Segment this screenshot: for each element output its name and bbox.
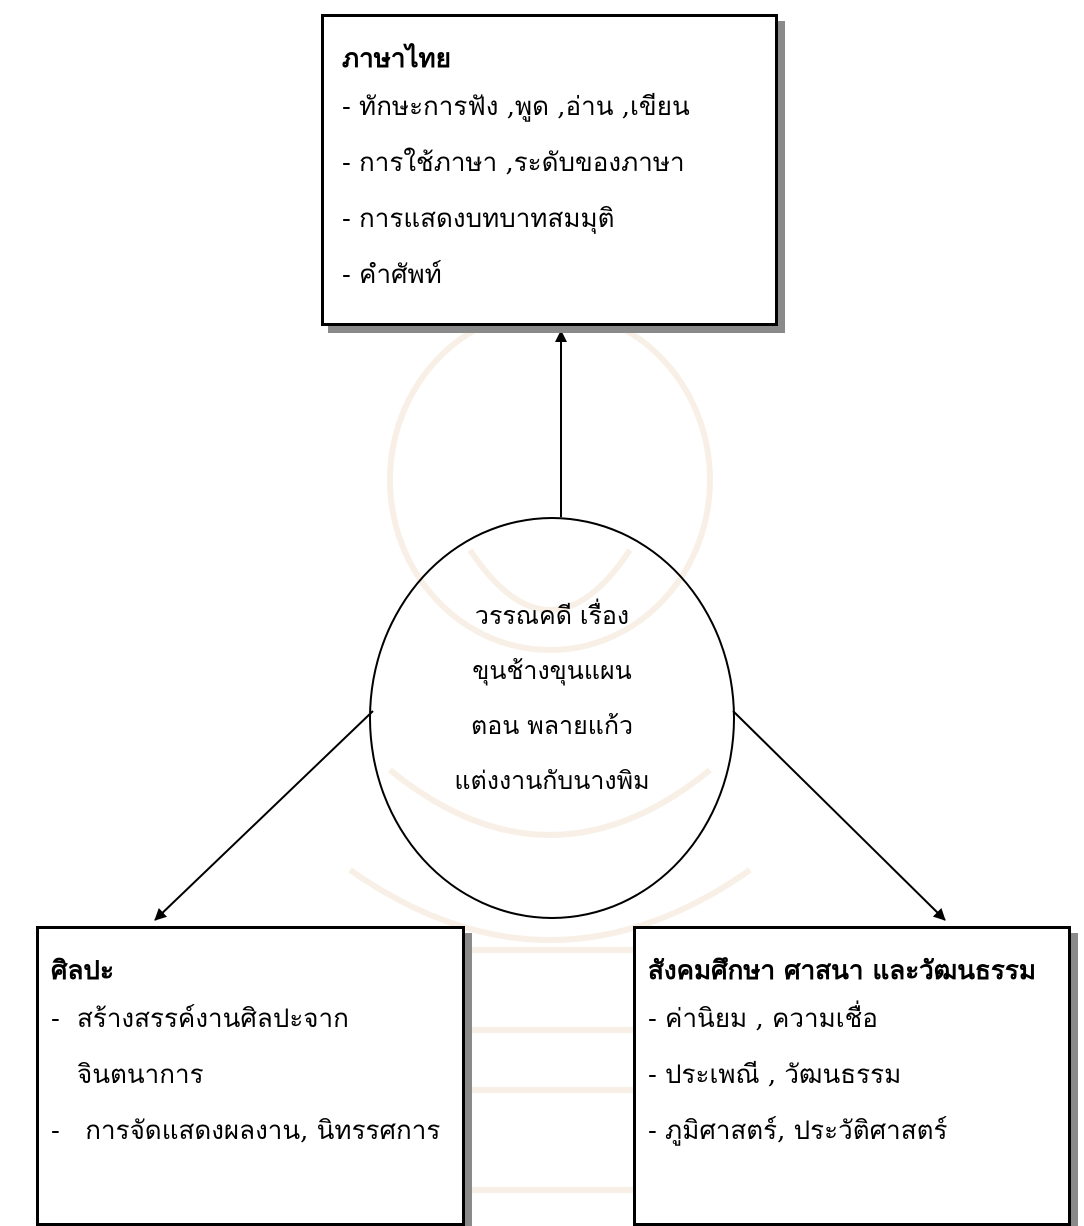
center-line: แต่งงานกับนางพิม (454, 766, 650, 795)
thai-language-title: ภาษาไทย (342, 44, 451, 74)
social-studies-title: สังคมศึกษา ศาสนา และวัฒนธรรม (648, 956, 1036, 986)
social-studies-list: - ค่านิยม , ความเชื่อ - ประเพณี , วัฒนธร… (648, 1003, 1068, 1147)
list-item-text: สร้างสรรค์งานศิลปะจาก (77, 1004, 349, 1034)
center-literature-circle (369, 517, 735, 919)
thai-language-box: ภาษาไทย - ทักษะการฟัง ,พูด ,อ่าน ,เขียน … (321, 14, 778, 326)
list-dash: - (51, 1116, 60, 1146)
list-item: - ทักษะการฟัง ,พูด ,อ่าน ,เขียน (342, 92, 690, 122)
thai-language-list: - ทักษะการฟัง ,พูด ,อ่าน ,เขียน - การใช้… (342, 91, 775, 291)
list-item: - ประเพณี , วัฒนธรรม (648, 1060, 902, 1090)
list-item: - การแสดงบทบาทสมมุติ (342, 204, 615, 234)
list-item-text: การจัดแสดงผลงาน, นิทรรศการ (77, 1116, 441, 1146)
art-box: ศิลปะ -สร้างสรรค์งานศิลปะจาก จินตนาการ -… (36, 926, 465, 1226)
center-literature-text: วรรณคดี เรื่อง ขุนช้างขุนแผน ตอน พลายแก้… (369, 588, 735, 808)
list-item: - ค่านิยม , ความเชื่อ (648, 1004, 878, 1034)
list-dash: - (51, 1004, 60, 1034)
list-item: - การใช้ภาษา ,ระดับของภาษา (342, 148, 685, 178)
center-line: วรรณคดี เรื่อง (474, 601, 630, 630)
list-item: -สร้างสรรค์งานศิลปะจาก จินตนาการ (51, 1003, 462, 1091)
list-item: - ภูมิศาสตร์, ประวัติศาสตร์ (648, 1116, 948, 1146)
list-item: - คำศัพท์ (342, 260, 442, 290)
arrow-to-art (154, 710, 374, 921)
center-line: ตอน พลายแก้ว (470, 711, 634, 740)
art-title: ศิลปะ (51, 956, 114, 986)
art-list: -สร้างสรรค์งานศิลปะจาก จินตนาการ - การจั… (51, 1003, 462, 1147)
list-item-continuation: จินตนาการ (77, 1060, 204, 1090)
arrow-to-social (732, 710, 946, 921)
list-item: - การจัดแสดงผลงาน, นิทรรศการ (51, 1115, 462, 1147)
social-studies-box: สังคมศึกษา ศาสนา และวัฒนธรรม - ค่านิยม ,… (633, 926, 1071, 1226)
center-line: ขุนช้างขุนแผน (472, 656, 632, 685)
